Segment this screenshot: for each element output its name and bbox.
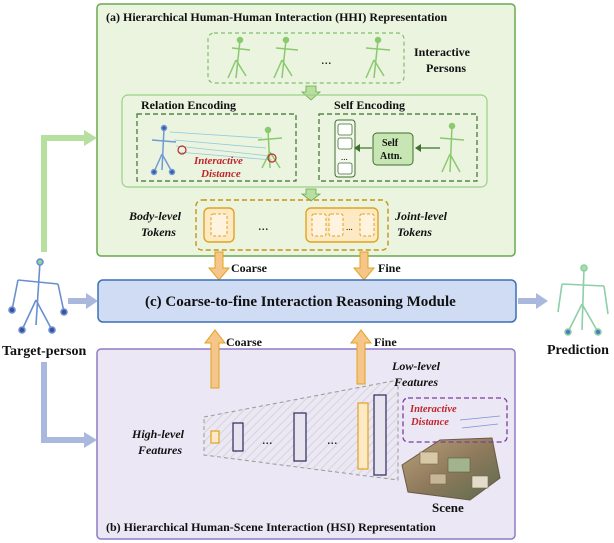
left-arrow-icon: [415, 144, 421, 152]
body-level-line1: Body-level: [128, 209, 182, 223]
feature-bar: [232, 422, 244, 452]
relation-encoding-title: Relation Encoding: [141, 98, 236, 112]
tokens-ellipsis: ...: [258, 219, 269, 234]
interactive-label-line2: Persons: [426, 61, 466, 75]
down-arrow-icon: [300, 188, 322, 202]
skeleton-icon: [150, 124, 177, 176]
joint-level-line1: Joint-level: [394, 209, 448, 223]
interactive-distance-line1: Interactive: [193, 155, 243, 167]
feature-bar: [373, 394, 387, 476]
scene-label: Scene: [432, 500, 464, 515]
skeleton-icon: [439, 122, 465, 173]
prediction-skeleton: [557, 264, 609, 336]
relation-encoding-block: Relation Encoding Interactive Distance: [136, 98, 297, 182]
right-arrow-icon: [536, 293, 548, 309]
down-arrow-icon: [300, 85, 322, 101]
module-label: (c) Coarse-to-fine Interaction Reasoning…: [145, 294, 456, 310]
right-arrow-icon: [86, 293, 98, 309]
scene-distance-line1: Interactive: [409, 404, 457, 415]
relation-lines: [169, 131, 273, 161]
low-level-feature-bar: [357, 402, 369, 470]
fine-top-label: Fine: [378, 261, 401, 275]
green-flow-line: [41, 135, 86, 252]
hsi-panel: Coarse Fine ... ... Low-level Features H…: [96, 329, 516, 540]
high-level-feature-bar: [210, 430, 220, 444]
right-arrow-icon: [84, 130, 97, 146]
joint-token-ellipsis: ...: [346, 222, 353, 232]
coarse-bottom-label: Coarse: [226, 335, 263, 349]
scene-distance-line2: Distance: [410, 417, 449, 428]
interactive-label-line1: Interactive: [414, 45, 471, 59]
fine-bottom-label: Fine: [374, 335, 397, 349]
coarse-up-arrow-icon: [203, 329, 227, 389]
scene-relation-lines: [459, 415, 501, 429]
high-level-line2: Features: [137, 443, 182, 457]
hsi-title: (b) Hierarchical Human-Scene Interaction…: [106, 520, 436, 534]
scene-image: [401, 437, 501, 501]
self-encoding-block: Self Encoding ... Self Attn.: [318, 98, 478, 182]
feature-ellipsis-2: ...: [327, 433, 338, 448]
coarse-down-arrow-icon: [207, 251, 231, 281]
target-person-label: Target-person: [2, 344, 86, 359]
blue-flow-line: [41, 362, 86, 443]
skeleton-icon: [273, 36, 299, 79]
interactive-persons-group: ...: [207, 32, 405, 84]
high-level-line1: High-level: [131, 427, 185, 441]
self-attn-line2: Attn.: [380, 151, 402, 162]
prediction-label: Prediction: [547, 343, 609, 358]
low-level-line1: Low-level: [391, 359, 441, 373]
joint-level-line2: Tokens: [397, 225, 432, 239]
fine-up-arrow-icon: [349, 329, 373, 385]
joint-marker-icon: [177, 145, 187, 155]
left-arrow-icon: [354, 144, 360, 152]
feature-ellipsis-1: ...: [262, 433, 273, 448]
self-token-ellipsis: ...: [341, 152, 348, 162]
right-arrow-icon: [84, 432, 97, 448]
self-attn-line1: Self: [382, 138, 399, 149]
skeleton-icon: [365, 36, 391, 79]
body-level-line2: Tokens: [141, 225, 176, 239]
tokens-group: ... ...: [195, 199, 389, 251]
interactive-distance-line2: Distance: [200, 168, 241, 180]
joint-marker-icon: [267, 153, 277, 163]
persons-ellipsis: ...: [321, 53, 332, 68]
fine-down-arrow-icon: [352, 251, 376, 281]
skeleton-icon: [227, 36, 251, 79]
target-person-skeleton: [8, 258, 68, 334]
low-level-line2: Features: [393, 375, 438, 389]
self-encoding-title: Self Encoding: [334, 98, 405, 112]
coarse-top-label: Coarse: [231, 261, 268, 275]
hhi-panel: (a) Hierarchical Human-Human Interaction…: [96, 3, 516, 257]
reasoning-module: (c) Coarse-to-fine Interaction Reasoning…: [97, 279, 517, 323]
feature-bar: [293, 412, 307, 462]
hhi-title: (a) Hierarchical Human-Human Interaction…: [106, 10, 448, 24]
